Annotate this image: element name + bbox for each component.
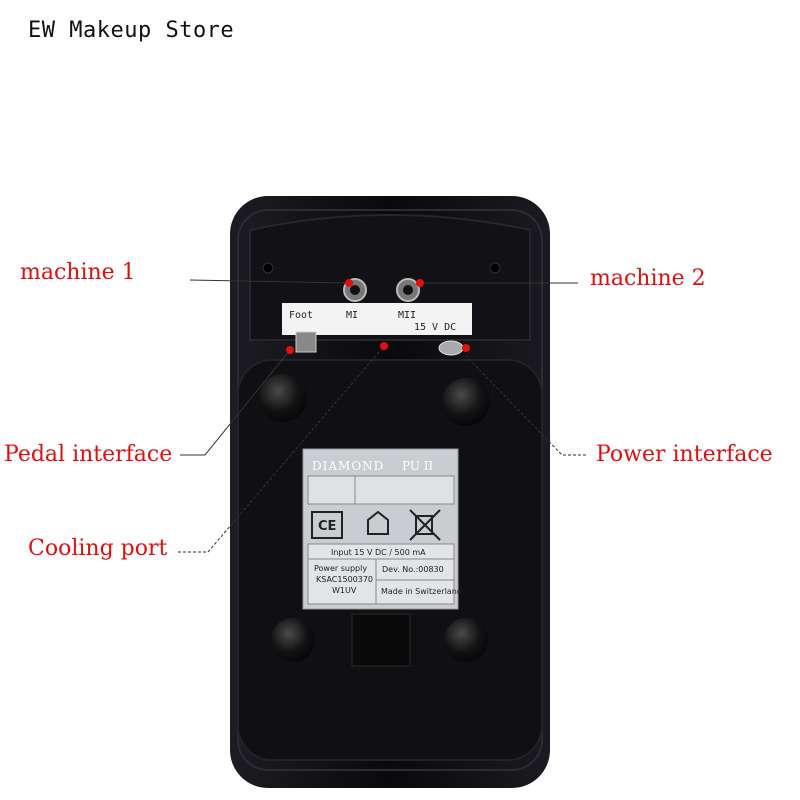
cooling-port-callout: Cooling port <box>28 536 168 561</box>
label-strip <box>282 303 472 335</box>
model-text: PU II <box>402 459 434 473</box>
brand-text: DIAMOND <box>312 459 384 473</box>
m1-label: MI <box>346 310 358 321</box>
machine2-callout: machine 2 <box>590 266 706 291</box>
pedal-interface-callout: Pedal interface <box>4 442 173 467</box>
rubber-foot <box>444 618 488 662</box>
bottom-slot <box>351 613 411 667</box>
supply-label: Power supply <box>314 564 367 573</box>
machine1-callout: machine 1 <box>20 260 136 285</box>
ce-text: CE <box>318 519 336 534</box>
marker-dots <box>286 279 470 354</box>
power-connector <box>438 340 464 356</box>
ce-mark <box>311 511 343 539</box>
supply-model-2: W1UV <box>332 586 357 595</box>
screw <box>262 262 274 274</box>
weee-bin-icon <box>409 509 441 541</box>
dc-label: 15 V DC <box>414 322 456 333</box>
power-interface-callout: Power interface <box>596 442 773 467</box>
rubber-foot <box>259 374 307 422</box>
m2-label: MII <box>398 310 416 321</box>
dev-no: Dev. No.:00830 <box>382 565 444 574</box>
callout-lines <box>178 279 586 553</box>
supply-model-1: KSAC1500370 <box>316 575 373 584</box>
made-in: Made in Switzerland <box>381 587 462 596</box>
pedal-connector <box>295 331 317 353</box>
screw <box>489 262 501 274</box>
store-title: EW Makeup Store <box>28 18 235 43</box>
indoor-use-icon <box>367 510 389 535</box>
input-text: Input 15 V DC / 500 mA <box>331 548 426 557</box>
foot-label: Foot <box>289 310 313 321</box>
rubber-foot <box>271 618 315 662</box>
rubber-foot <box>442 378 490 426</box>
